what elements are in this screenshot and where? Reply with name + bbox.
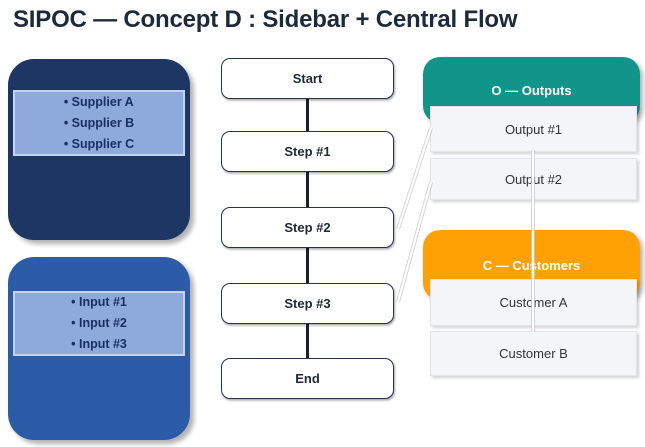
suppliers-list-box: Supplier A Supplier B Supplier C <box>13 90 185 156</box>
customer-row: Customer A <box>430 279 637 326</box>
list-item: Input #1 <box>71 292 127 313</box>
list-item: Input #2 <box>71 313 127 334</box>
inputs-list: Input #1 Input #2 Input #3 <box>71 292 127 355</box>
customer-row: Customer B <box>430 331 637 376</box>
inputs-list-box: Input #1 Input #2 Input #3 <box>13 291 185 356</box>
suppliers-panel: Supplier A Supplier B Supplier C <box>8 59 190 240</box>
output-row: Output #1 <box>430 106 637 152</box>
customers-header-label: C — Customers <box>482 257 581 273</box>
inputs-panel: Input #1 Input #2 Input #3 <box>8 257 190 440</box>
flow-step-1: Step #1 <box>221 131 394 172</box>
flow-step-2: Step #2 <box>221 207 394 248</box>
list-item: Supplier C <box>64 134 135 155</box>
flow-step-end: End <box>221 358 394 399</box>
list-item: Supplier A <box>64 92 134 113</box>
suppliers-list: Supplier A Supplier B Supplier C <box>64 92 135 155</box>
flow-step-3: Step #3 <box>221 283 394 324</box>
output-row: Output #2 <box>430 158 637 200</box>
outputs-header-label: O — Outputs <box>491 82 572 98</box>
flow-step-start: Start <box>221 58 394 99</box>
list-item: Supplier B <box>64 113 135 134</box>
list-item: Input #3 <box>71 334 127 355</box>
page-title: SIPOC — Concept D : Sidebar + Central Fl… <box>13 6 518 33</box>
connector-step2-output1 <box>396 127 433 230</box>
